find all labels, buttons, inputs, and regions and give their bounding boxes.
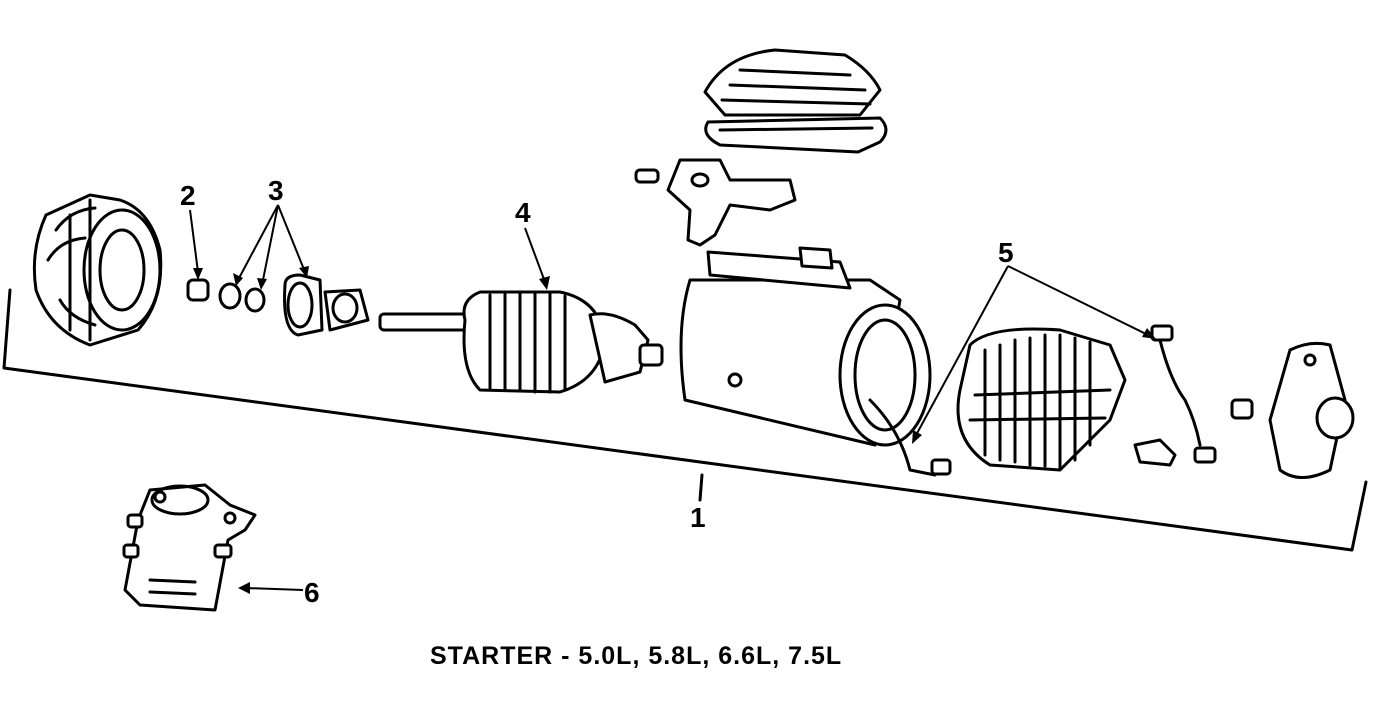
armature [378,290,664,394]
drive-assembly [218,273,370,337]
callout-4: 4 [515,197,531,228]
end-plate [1230,341,1355,479]
solenoid [122,483,257,612]
solenoid-cover [703,48,888,154]
leader-lines [189,204,1156,594]
diagram-caption: STARTER - 5.0L, 5.8L, 6.6L, 7.5L [430,642,843,670]
solenoid-plunger [634,158,797,247]
field-frame [679,246,932,447]
callout-6: 6 [304,577,320,608]
callout-3: 3 [268,175,284,206]
callout-2: 2 [180,180,196,211]
field-coils [956,327,1127,472]
callout-labels: 1 2 3 4 5 6 [180,175,1014,608]
callout-5: 5 [998,237,1014,268]
brush-set [868,324,1217,477]
bushing [186,278,210,302]
callout-1: 1 [690,502,706,533]
assembly-bracket [2,288,1368,552]
drive-end-housing [32,193,163,347]
